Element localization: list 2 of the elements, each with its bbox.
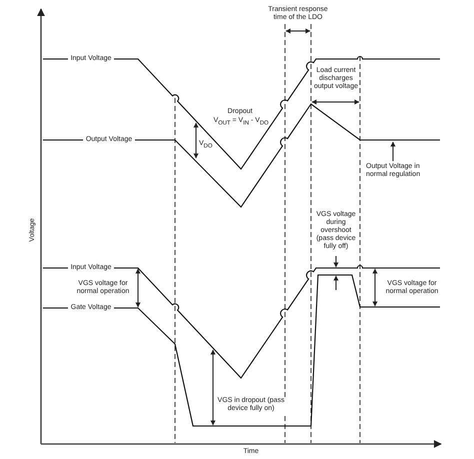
leader-arrow: [390, 142, 396, 162]
waveform-line: [43, 103, 440, 208]
